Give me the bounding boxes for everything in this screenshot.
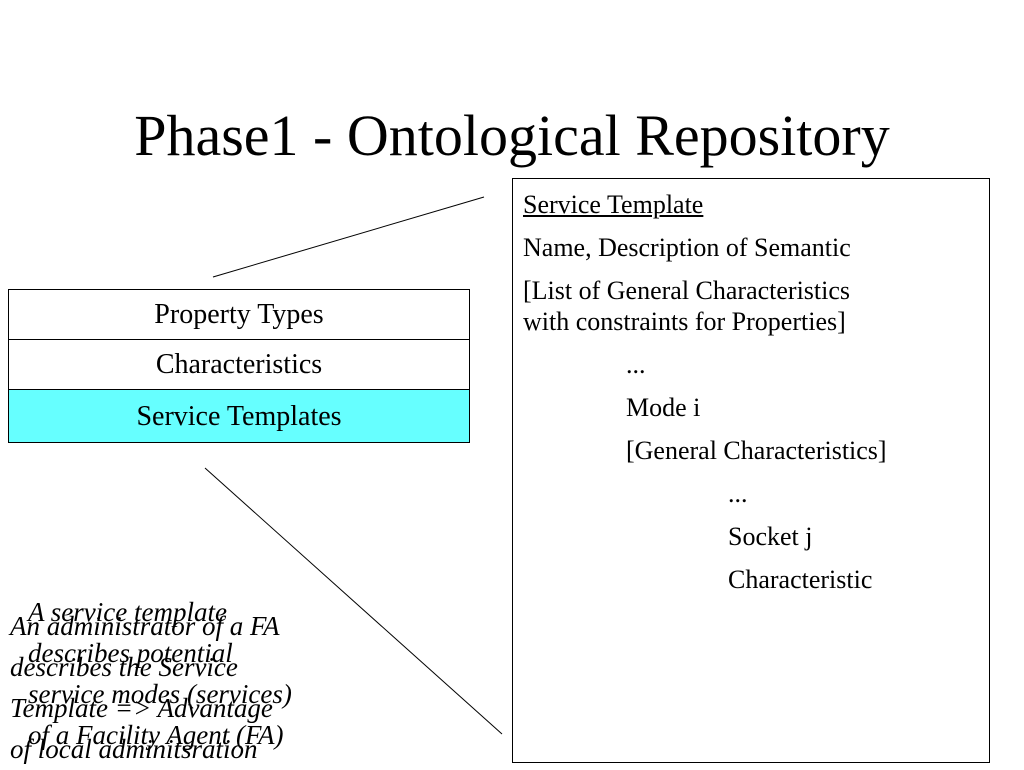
slide-title: Phase1 - Ontological Repository: [134, 103, 890, 168]
note-b-line: An administrator of a FA: [10, 611, 280, 641]
connector-line-top: [212, 196, 485, 278]
note-administrator: An administrator of a FA describes the S…: [10, 606, 280, 770]
note-b-line: of local adminitsration: [10, 734, 258, 764]
stack-item-characteristics: Characteristics: [9, 340, 469, 390]
panel-characteristic: Characteristic: [728, 565, 873, 594]
note-a-line: of a Facility Agent (FA): [28, 720, 284, 750]
panel-line-list-a: [List of General Characteristics: [523, 276, 851, 305]
note-a-line: describes potential: [28, 638, 233, 668]
panel-heading: Service Template: [523, 190, 704, 219]
panel-ellipsis-1: ...: [626, 350, 646, 379]
repository-stack: Property Types Characteristics Service T…: [8, 289, 470, 443]
note-b-line: Template => Advantage: [10, 693, 273, 723]
panel-line-list-b: with constraints for Properties]: [523, 307, 846, 336]
service-template-panel: Service Template Name, Description of Se…: [512, 178, 990, 763]
panel-socket: Socket j: [728, 522, 813, 551]
note-service-template: A service template describes potential s…: [28, 592, 292, 756]
note-a-line: service modes (services): [28, 679, 292, 709]
panel-mode: Mode i: [626, 393, 701, 422]
note-a-line: A service template: [28, 597, 227, 627]
panel-ellipsis-2: ...: [728, 479, 748, 508]
panel-line-name: Name, Description of Semantic: [523, 233, 851, 262]
panel-general-characteristics: [General Characteristics]: [626, 436, 887, 465]
stack-item-service-templates: Service Templates: [9, 390, 469, 443]
connector-line-bottom: [204, 467, 503, 735]
stack-item-property-types: Property Types: [9, 290, 469, 340]
note-b-line: describes the Service: [10, 652, 238, 682]
